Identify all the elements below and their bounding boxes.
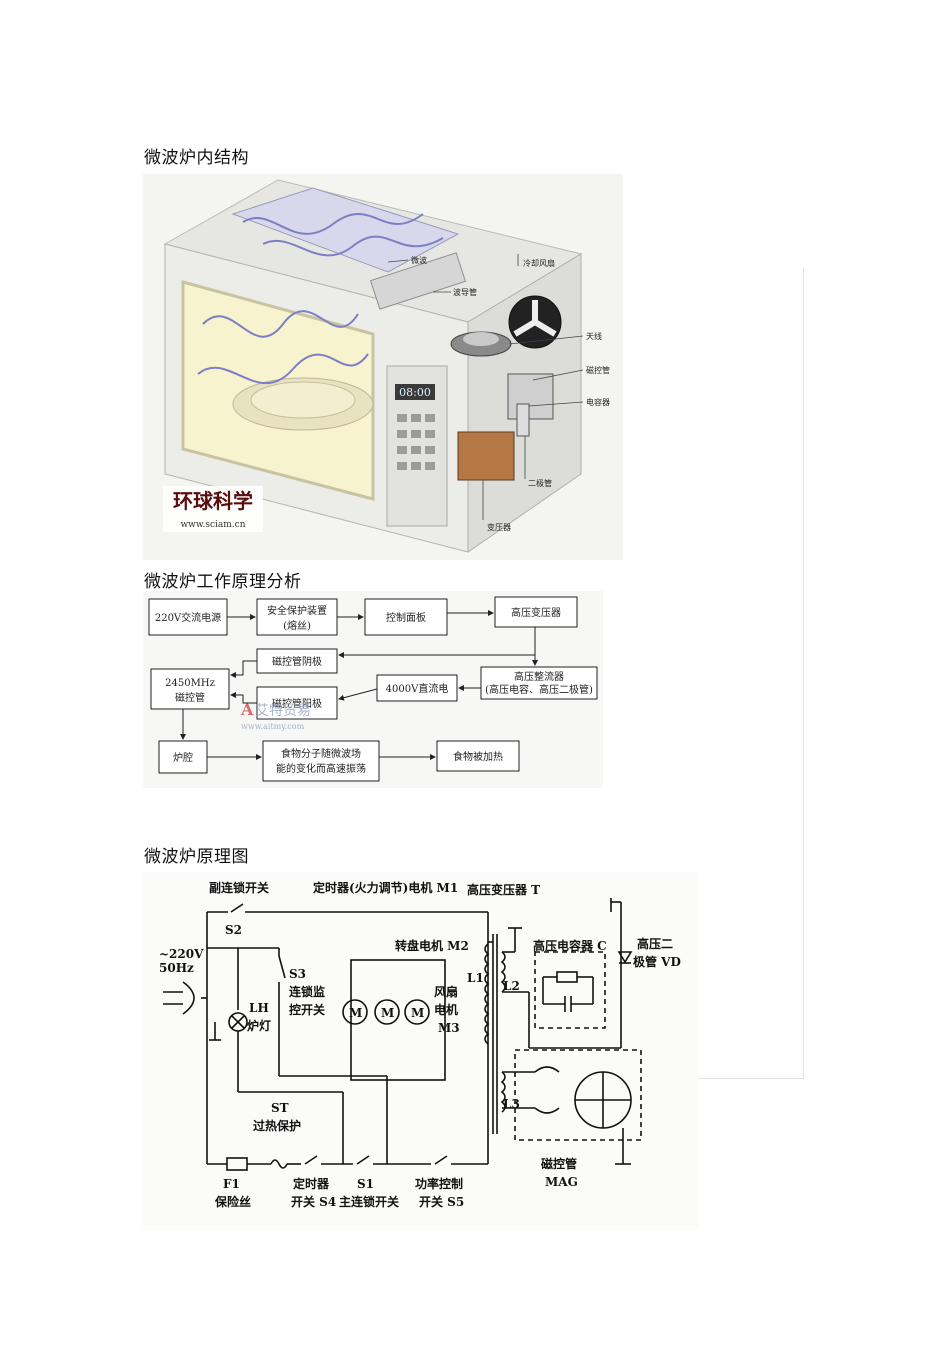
heading-structure: 微波炉内结构 bbox=[144, 148, 249, 168]
display-time: 08:00 bbox=[399, 386, 431, 399]
label-motor-m1: M bbox=[349, 1006, 362, 1020]
label-timer-motor: 定时器(火力调节)电机 M1 bbox=[313, 880, 458, 895]
block-anode: 磁控管阳极 bbox=[272, 697, 322, 710]
watermark-logo-icon: A bbox=[240, 700, 254, 719]
label-turntable: 转盘电机 M2 bbox=[395, 938, 469, 953]
structure-figure: 08:00 微波 冷却风扇 波导管 天线 磁控管 电容器 二极管 变 bbox=[143, 174, 623, 560]
label-motor-m2: M bbox=[381, 1006, 394, 1020]
label-lh: LH bbox=[249, 1001, 269, 1015]
callout-cooling-fan: 冷却风扇 bbox=[523, 258, 555, 268]
label-s2-title: 副连锁开关 bbox=[209, 880, 269, 895]
label-hv-capacitor: 高压电容器 C bbox=[533, 938, 607, 953]
label-mag-name: 磁控管 bbox=[540, 1156, 577, 1171]
block-diagram-svg: 220V交流电源 安全保护装置 (熔丝) 控制面板 高压变压器 磁控管阴极 高压… bbox=[143, 591, 603, 788]
label-motor-m3: M bbox=[411, 1006, 424, 1020]
block-molecules-line2: 能的变化而高速振荡 bbox=[276, 762, 366, 775]
label-lh-name: 炉灯 bbox=[247, 1018, 271, 1033]
label-hv-transformer: 高压变压器 T bbox=[467, 882, 540, 897]
logo-url: www.sciam.cn bbox=[180, 520, 245, 530]
callout-waveguide: 波导管 bbox=[453, 287, 477, 297]
label-st: ST bbox=[271, 1101, 289, 1115]
block-safety-sub: (熔丝) bbox=[283, 619, 311, 632]
block-rectifier-sub: (高压电容、高压二极管) bbox=[485, 683, 593, 696]
circuit-svg: 副连锁开关 S2 定时器(火力调节)电机 M1 高压变压器 T ~220V 50… bbox=[143, 872, 699, 1230]
heading-schematic: 微波炉原理图 bbox=[144, 847, 249, 867]
watermark-url: www.aitmy.com bbox=[241, 722, 305, 731]
label-l2: L2 bbox=[503, 979, 520, 993]
callout-microwave: 微波 bbox=[411, 255, 427, 265]
label-supply-voltage: ~220V bbox=[159, 947, 204, 961]
callout-diode: 二极管 bbox=[528, 478, 552, 488]
label-s3-line2: 控开关 bbox=[289, 1002, 325, 1017]
block-magnetron-line1: 2450MHz bbox=[165, 678, 215, 689]
heading-analysis: 微波炉工作原理分析 bbox=[144, 572, 302, 592]
label-f1: F1 bbox=[223, 1177, 240, 1191]
logo-backdrop bbox=[163, 486, 263, 532]
callout-capacitor: 电容器 bbox=[586, 397, 610, 407]
watermark-name: 艾特贸易 bbox=[255, 703, 311, 719]
block-rectifier: 高压整流器 bbox=[514, 670, 564, 683]
label-hv-diode-line1: 高压二 bbox=[637, 936, 673, 951]
block-safety: 安全保护装置 bbox=[267, 604, 327, 617]
label-s3: S3 bbox=[289, 967, 306, 981]
label-s1: S1 bbox=[357, 1177, 374, 1191]
block-cathode: 磁控管阴极 bbox=[272, 655, 322, 668]
label-st-name: 过热保护 bbox=[253, 1118, 301, 1133]
label-s4-line2: 开关 S4 bbox=[291, 1194, 336, 1209]
label-fan-line2: 电机 bbox=[434, 1002, 458, 1017]
label-s3-line1: 连锁监 bbox=[289, 984, 325, 999]
block-hv-transformer: 高压变压器 bbox=[511, 606, 561, 619]
block-power: 220V交流电源 bbox=[155, 611, 221, 624]
structure-illustration: 08:00 微波 冷却风扇 波导管 天线 磁控管 电容器 二极管 变 bbox=[143, 174, 623, 560]
callout-antenna: 天线 bbox=[586, 331, 602, 341]
callout-magnetron: 磁控管 bbox=[586, 365, 610, 375]
block-molecules-line1: 食物分子随微波场 bbox=[281, 747, 361, 760]
block-dc4000: 4000V直流电 bbox=[386, 682, 449, 695]
label-s4-line1: 定时器 bbox=[293, 1176, 330, 1191]
block-heated: 食物被加热 bbox=[453, 750, 503, 763]
logo-main: 环球科学 bbox=[173, 489, 253, 513]
label-f1-name: 保险丝 bbox=[214, 1194, 251, 1209]
callout-transformer: 变压器 bbox=[487, 522, 511, 532]
label-s1-name: 主连锁开关 bbox=[339, 1194, 399, 1209]
label-hv-diode-line2: 极管 VD bbox=[633, 954, 681, 969]
block-cavity: 炉腔 bbox=[173, 751, 193, 764]
label-mag: MAG bbox=[545, 1175, 578, 1189]
block-control: 控制面板 bbox=[386, 611, 426, 624]
label-l1: L1 bbox=[467, 971, 484, 985]
label-l3: L3 bbox=[503, 1097, 520, 1111]
block-diagram: 220V交流电源 安全保护装置 (熔丝) 控制面板 高压变压器 磁控管阴极 高压… bbox=[143, 591, 603, 788]
label-supply-frequency: 50Hz bbox=[159, 961, 194, 975]
label-fan-line1: 风扇 bbox=[434, 984, 458, 999]
circuit-schematic: 副连锁开关 S2 定时器(火力调节)电机 M1 高压变压器 T ~220V 50… bbox=[143, 872, 699, 1230]
label-s2: S2 bbox=[225, 923, 242, 937]
block-magnetron-line2: 磁控管 bbox=[175, 691, 205, 704]
label-fan-line3: M3 bbox=[438, 1021, 460, 1035]
label-s5-line2: 开关 S5 bbox=[419, 1194, 464, 1209]
label-s5-line1: 功率控制 bbox=[415, 1176, 463, 1191]
